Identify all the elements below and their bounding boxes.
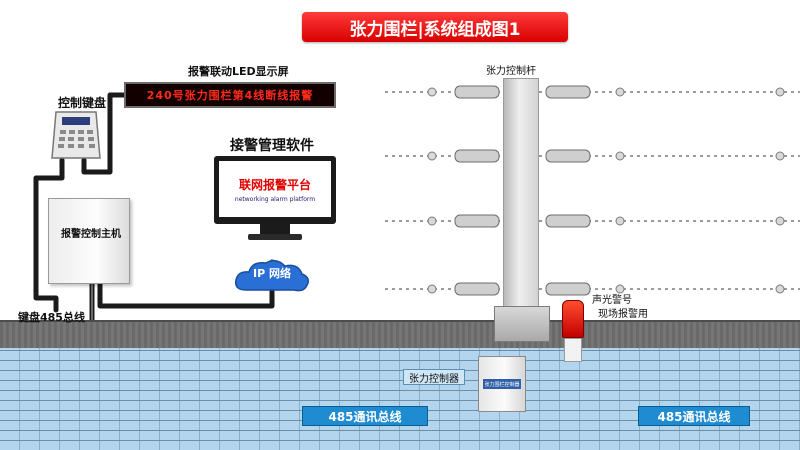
keyboard-bus-label: 键盘485总线 [18,311,85,324]
monitor-neck [260,224,290,234]
controller-plate: 张力围栏控制器 [483,379,521,389]
ground-strip [0,320,800,350]
platform-subtitle: networking alarm platform [234,195,316,203]
siren-usage-label: 现场报警用 [598,309,648,320]
controller-label: 张力控制器 [403,369,465,385]
pole-base [494,306,550,342]
monitor-screen: 联网报警平台 networking alarm platform [219,161,331,217]
led-display-label: 报警联动LED显示屏 [188,65,289,78]
bus-label-right: 485通讯总线 [638,406,750,426]
control-keyboard [50,110,102,160]
wire-insulators [427,87,785,294]
monitor: 联网报警平台 networking alarm platform [214,156,336,224]
software-label: 接警管理软件 [230,138,314,154]
siren-base [564,338,582,362]
diagram-title: 张力围栏|系统组成图1 [302,12,568,42]
platform-title: 联网报警平台 [238,177,311,192]
brick-wall [0,348,800,450]
ip-network-cloud-icon [234,259,309,292]
alarm-control-host: 报警控制主机 [48,198,130,284]
tension-control-pole [503,78,539,320]
fence-springs [454,85,591,296]
host-label: 报警控制主机 [61,229,121,240]
ip-network-label: IP 网络 [253,267,291,280]
siren-light-icon [562,300,584,338]
led-display-text: 240号张力围栏第4线断线报警 [146,89,314,102]
led-display: 240号张力围栏第4线断线报警 [124,82,336,108]
tension-controller: 张力围栏控制器 [478,356,526,412]
keyboard-icon [51,111,101,159]
monitor-stand [248,234,302,240]
bus-label-left: 485通讯总线 [302,406,428,426]
fence-wires [385,91,800,290]
pole-label: 张力控制杆 [486,66,536,77]
keyboard-label: 控制键盘 [58,96,107,110]
siren-label: 声光警号 [592,295,632,306]
